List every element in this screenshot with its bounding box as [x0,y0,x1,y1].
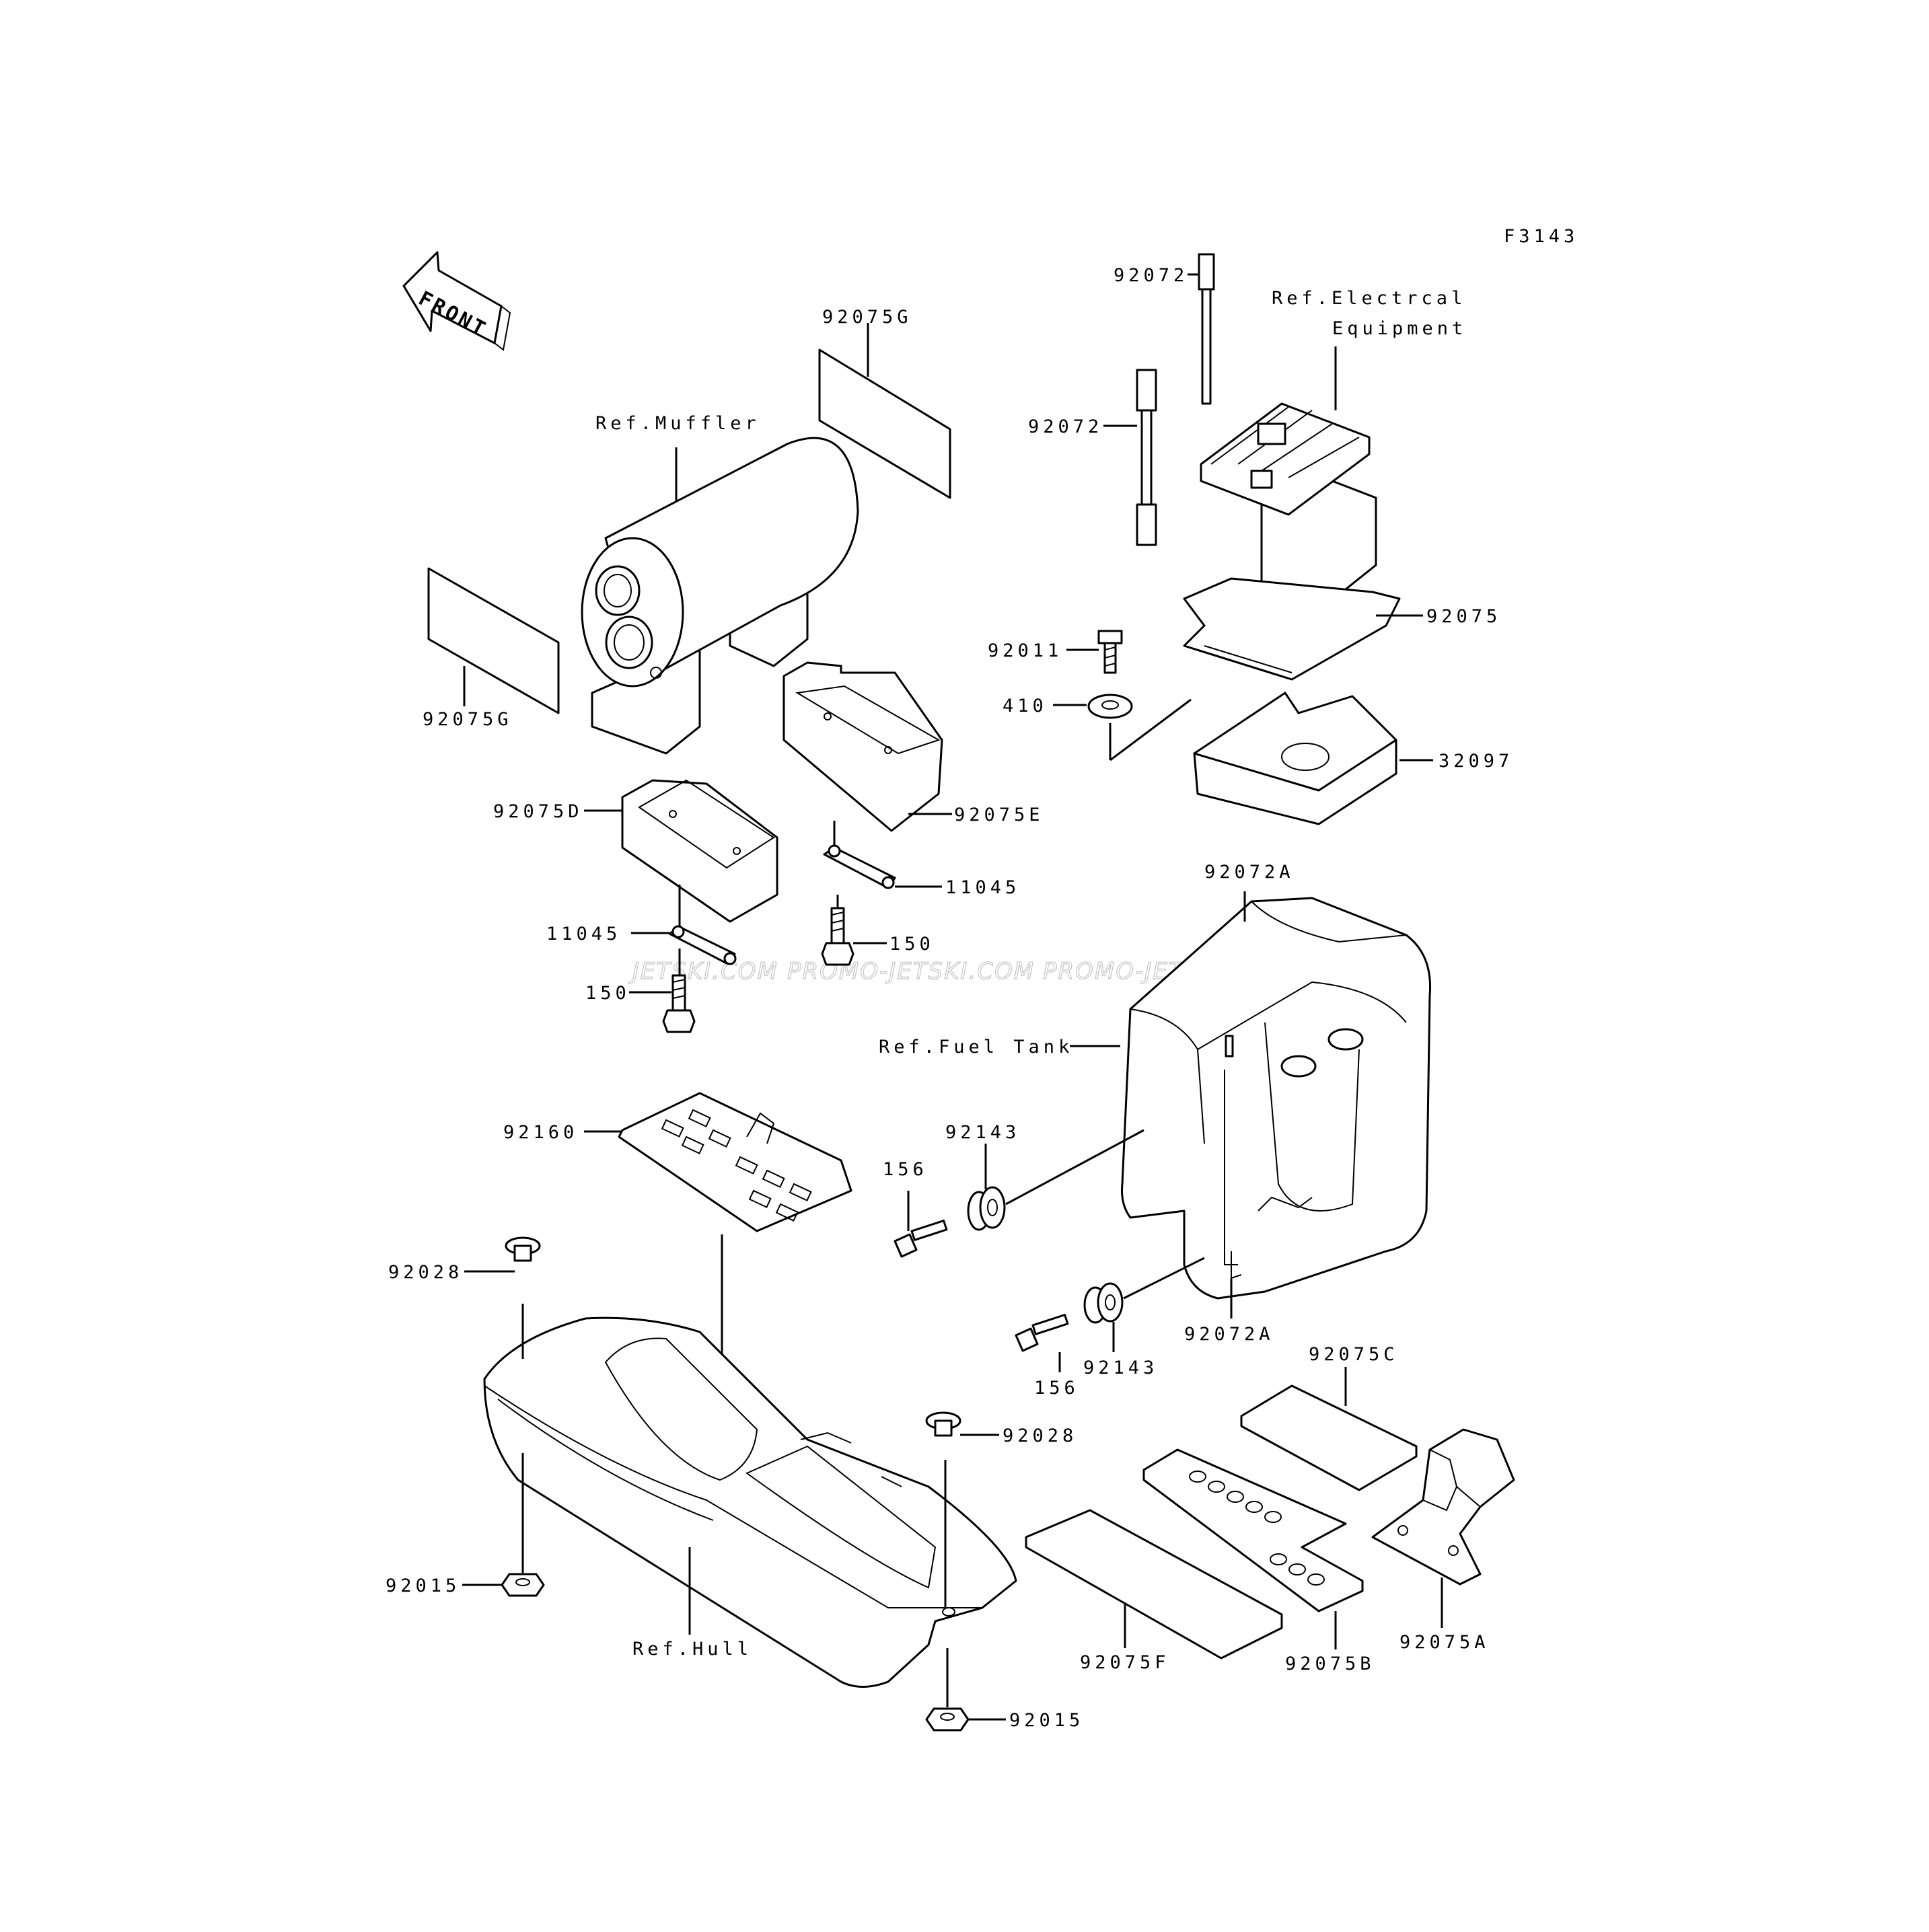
washer-410 [1087,694,1133,719]
seat-insert-92160 [618,1092,852,1232]
spacer-11045-right [823,844,896,889]
watermark-1: JETSKI.COM [628,958,778,985]
nut-92015-left [501,1573,545,1597]
ref-electrical-label-1: Ref.Electrcal [1272,288,1466,309]
bolt-156-bottom [1015,1314,1069,1352]
plug-92028-right [925,1411,961,1437]
label-92072-top: 92072 [1114,265,1188,286]
label-92072a-top: 92072A [1204,862,1295,883]
label-92028-right: 92028 [1003,1425,1077,1446]
label-32097: 32097 [1439,751,1513,772]
ref-muffler-label: Ref.Muffler [595,413,760,434]
pad-92075g-left [427,567,560,714]
fuel-tank-part [1121,897,1432,1300]
bolt-92011 [1097,630,1123,674]
label-92075g-left: 92075G [423,709,513,730]
label-92015-right: 92015 [1009,1710,1084,1731]
ref-electrical-label-2: Equipment [1332,318,1467,339]
front-arrow-icon: FRONT [402,251,511,351]
bolt-150-right [821,907,854,966]
label-410: 410 [1003,696,1048,716]
label-92075g-top: 92075G [822,307,912,328]
label-150-left: 150 [585,983,630,1004]
label-156-bottom: 156 [1034,1378,1079,1399]
label-92143-bottom: 92143 [1083,1358,1158,1378]
label-92075: 92075 [1426,606,1501,627]
label-11045-left: 11045 [546,924,621,944]
label-92072-mid: 92072 [1028,416,1103,437]
label-92011: 92011 [988,640,1062,661]
battery-tray-32097 [1193,692,1397,825]
strap-92072-mid [1136,369,1157,546]
label-92028-left: 92028 [388,1262,463,1283]
pad-92075f [1025,1509,1283,1660]
label-92075f: 92075F [1080,1652,1170,1673]
pad-92075 [1183,577,1401,681]
label-92143-top: 92143 [945,1122,1020,1143]
label-92075d: 92075D [493,801,583,822]
bracket-92075d [621,779,778,923]
pad-92075c [1240,1384,1418,1491]
bolt-156-top [894,1220,948,1258]
grommet-92143-bottom [1083,1282,1124,1324]
label-150-right: 150 [889,934,935,955]
bracket-92075e [782,661,943,832]
ref-fuel-tank-label: Ref.Fuel Tank [879,1037,1073,1057]
label-92075c: 92075C [1309,1344,1399,1365]
pad-92075g-top [818,348,951,499]
label-156-top: 156 [883,1159,928,1180]
label-11045-right: 11045 [945,877,1020,898]
bolt-150-left [662,974,696,1033]
label-92160: 92160 [503,1122,578,1143]
bracket-92075a [1371,1428,1515,1586]
battery-part [1200,402,1377,607]
label-92015-left: 92015 [386,1575,460,1596]
label-92075e: 92075E [954,805,1044,825]
grommet-92143-top [967,1186,1006,1231]
strap-92072-top [1198,253,1215,405]
hull-part [483,1316,1017,1688]
label-92075b: 92075B [1285,1654,1375,1674]
muffler-part [581,437,859,755]
label-92072a-bottom: 92072A [1184,1324,1274,1345]
figure-code: F3143 [1504,226,1578,247]
label-92075a: 92075A [1399,1632,1490,1653]
nut-92015-right [925,1707,970,1732]
plate-92075b [1142,1448,1364,1612]
ref-hull-label: Ref.Hull [632,1639,752,1660]
plug-92028-left [505,1236,541,1262]
spacer-11045-left [668,925,737,965]
